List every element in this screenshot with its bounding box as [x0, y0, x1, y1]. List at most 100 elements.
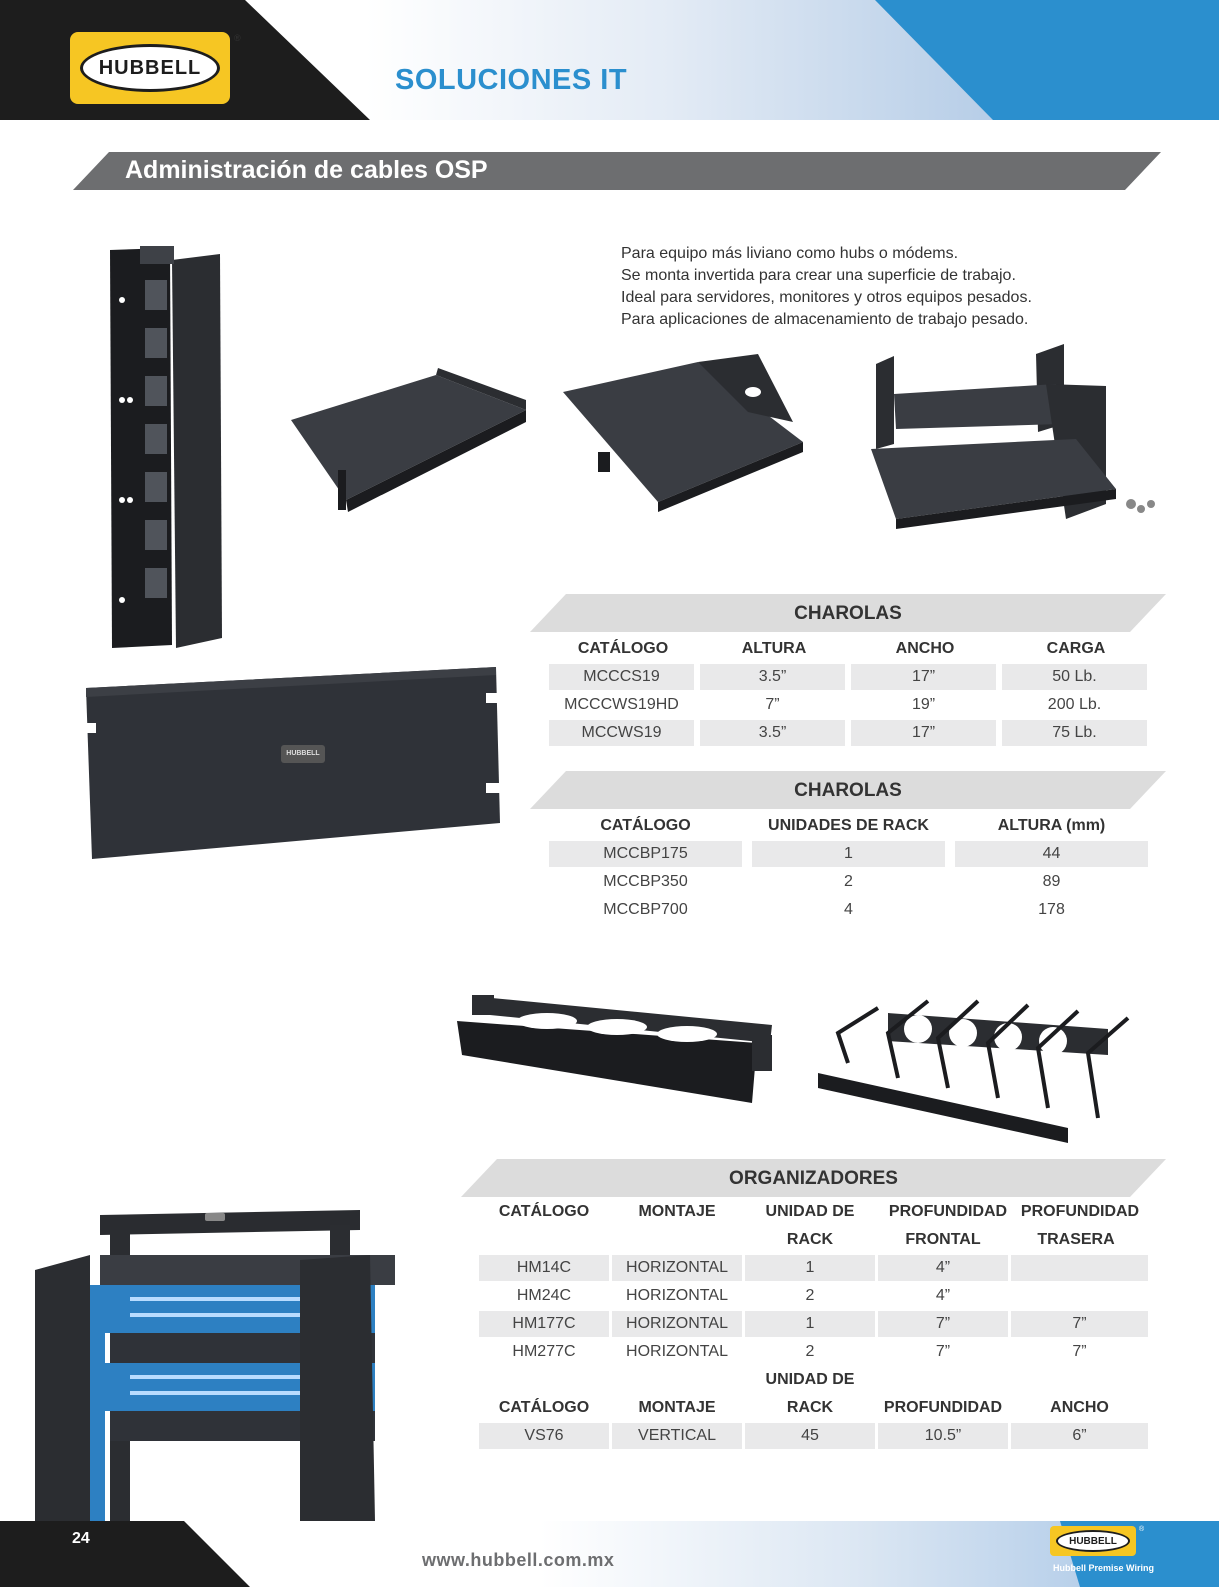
table2-cell: 1	[752, 841, 945, 867]
table1-cell: 3.5”	[700, 664, 845, 690]
table1-title-bar: CHAROLAS	[530, 594, 1166, 632]
table3-cell: 1	[745, 1255, 875, 1281]
panel-logo: HUBBELL	[286, 750, 320, 757]
shelf-image-2	[558, 352, 808, 522]
table3-header: ANCHO	[1050, 1399, 1109, 1416]
table1-cell: MCCCS19	[549, 664, 694, 690]
vertical-cable-manager-image	[100, 240, 235, 660]
table3-cell: 4”	[935, 1287, 951, 1304]
footer-registered-mark: ®	[1139, 1526, 1145, 1533]
table3-header: TRASERA	[1037, 1231, 1115, 1248]
table1-cell: 3.5”	[700, 720, 845, 746]
table3-cell: 6”	[1011, 1423, 1148, 1449]
table1-cell: 50 Lb.	[1002, 664, 1147, 690]
horizontal-organizer-image-2	[818, 993, 1140, 1161]
description-line: Ideal para servidores, monitores y otros…	[621, 289, 1032, 306]
product-description: Para equipo más liviano como hubs o móde…	[621, 243, 1032, 331]
table2-header: UNIDADES DE RACK	[768, 817, 929, 834]
table1-title: CHAROLAS	[794, 603, 902, 624]
table3-cell: HORIZONTAL	[626, 1343, 728, 1360]
table2-title: CHAROLAS	[794, 780, 902, 801]
page-title: SOLUCIONES IT	[395, 64, 628, 96]
table3-cell: 7”	[1011, 1311, 1148, 1337]
description-line: Se monta invertida para crear una superf…	[621, 267, 1016, 284]
table1-cell: 200 Lb.	[1047, 696, 1102, 713]
table3-header: PROFUNDIDAD	[1020, 1203, 1140, 1220]
table2-cell: MCCBP700	[603, 901, 688, 918]
table1-cell: 19”	[911, 696, 936, 713]
table3-cell: 7”	[1072, 1343, 1087, 1360]
table3-cell: HORIZONTAL	[612, 1311, 742, 1337]
table3-cell: 7”	[935, 1343, 951, 1360]
table2-header: CATÁLOGO	[600, 817, 691, 834]
table3-header: RACK	[786, 1231, 834, 1248]
table2-header: ALTURA (mm)	[997, 817, 1106, 834]
table3-cell: HORIZONTAL	[626, 1287, 728, 1304]
table3-cell: 4”	[878, 1255, 1008, 1281]
description-line: Para aplicaciones de almacenamiento de t…	[621, 311, 1029, 328]
page-number: 24	[72, 1530, 90, 1547]
rack-with-cables-image	[30, 1205, 445, 1521]
table1-header: ANCHO	[895, 640, 955, 657]
table3-header: MONTAJE	[638, 1203, 716, 1220]
horizontal-organizer-image-1	[452, 993, 784, 1121]
table1-cell: MCCCWS19HD	[564, 696, 679, 713]
table2-cell: MCCBP350	[603, 873, 688, 890]
footer-url-link[interactable]: www.hubbell.com.mx	[422, 1550, 615, 1570]
table3-cell: HM277C	[512, 1343, 576, 1360]
table3-cell: HM14C	[479, 1255, 609, 1281]
table3-header: CATÁLOGO	[498, 1399, 590, 1416]
footer-logo-text: HUBBELL	[1056, 1530, 1130, 1552]
table3-header: CATÁLOGO	[498, 1203, 590, 1220]
table1-header: CATÁLOGO	[577, 640, 669, 657]
shelf-image-1	[286, 360, 536, 530]
footer-hubbell-logo: HUBBELL	[1050, 1526, 1136, 1556]
table1-header: ALTURA	[741, 640, 807, 657]
table3-cell: VS76	[479, 1423, 609, 1449]
footer-tagline: Hubbell Premise Wiring	[1053, 1563, 1154, 1573]
table3-cell: HM24C	[516, 1287, 572, 1304]
table3-header: MONTAJE	[638, 1399, 716, 1416]
table1-cell: MCCWS19	[549, 720, 694, 746]
blank-panel-image: HUBBELL	[76, 663, 508, 871]
section-bar	[73, 152, 1161, 190]
table1-cell: 7”	[765, 696, 780, 713]
table3-cell: HORIZONTAL	[612, 1255, 742, 1281]
table2-cell: MCCBP175	[549, 841, 742, 867]
table3-cell: 10.5”	[878, 1423, 1008, 1449]
table2-cell: 4	[844, 901, 853, 918]
table3-header: PROFUNDIDAD	[888, 1203, 1008, 1220]
table3-header: UNIDAD DE	[765, 1371, 855, 1388]
table2-cell: 89	[1042, 873, 1061, 890]
registered-mark: ®	[234, 33, 241, 43]
table3-title-bar: ORGANIZADORES	[461, 1159, 1166, 1197]
table3-cell	[1011, 1283, 1148, 1309]
section-title: Administración de cables OSP	[125, 156, 488, 184]
table3-cell: HM177C	[479, 1311, 609, 1337]
hubbell-logo: HUBBELL	[70, 32, 230, 104]
table3-cell: 1	[745, 1311, 875, 1337]
table3-header: RACK	[786, 1399, 834, 1416]
table1-cell: 75 Lb.	[1002, 720, 1147, 746]
table3-header: FRONTAL	[905, 1231, 981, 1248]
table2-cell: 178	[1038, 901, 1065, 918]
table1-header: CARGA	[1046, 640, 1106, 657]
footer-light-band	[180, 1521, 1080, 1587]
table1-cell: 17”	[851, 720, 996, 746]
shelf-image-3	[866, 344, 1166, 534]
description-line: Para equipo más liviano como hubs o móde…	[621, 245, 959, 262]
table3-header: PROFUNDIDAD	[883, 1399, 1003, 1416]
table3-cell: VERTICAL	[612, 1423, 742, 1449]
table2-title-bar: CHAROLAS	[530, 771, 1166, 809]
table3-title: ORGANIZADORES	[729, 1168, 898, 1189]
table3-cell: 7”	[878, 1311, 1008, 1337]
table2-cell: 44	[955, 841, 1148, 867]
table3-header: UNIDAD DE	[765, 1203, 855, 1220]
table3-cell: 2	[805, 1343, 815, 1360]
table3-cell: 2	[805, 1287, 815, 1304]
logo-text: HUBBELL	[80, 44, 220, 92]
table3-cell: 45	[745, 1423, 875, 1449]
table2-cell: 2	[844, 873, 853, 890]
table3-cell	[1011, 1255, 1148, 1281]
table1-cell: 17”	[851, 664, 996, 690]
